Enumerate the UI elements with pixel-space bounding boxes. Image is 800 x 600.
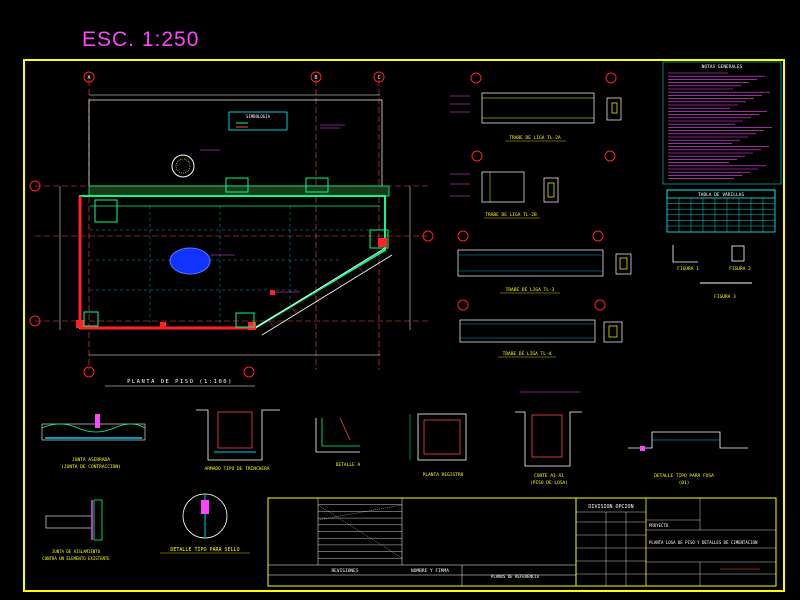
- beam-label-4: TRABE DE LIGA TL-4: [503, 351, 552, 357]
- rebar-figures: FIGURA 1 FIGURA 2 FIGURA 3: [672, 245, 752, 300]
- tb-sheet-title: PLANTA LOSA DE PISO Y DETALLES DE CIMENT…: [649, 540, 758, 545]
- beam-details: TRABE DE LIGA TL-2A TRABE DE LIGA TL-2B …: [450, 92, 632, 358]
- general-notes: NOTAS GENERALES: [662, 61, 782, 185]
- figure-1-label: FIGURA 1: [677, 266, 699, 272]
- tb-revisiones: REVISIONES: [331, 568, 358, 574]
- grid-bubble-a: A: [87, 75, 90, 81]
- figure-3-label: FIGURA 3: [714, 294, 736, 300]
- detail-label-2: ARMADO TIPO DE TRINCHERA: [204, 466, 269, 472]
- detail-label-1: JUNTA ASERRADA: [72, 457, 110, 463]
- detail-label-5b: (PISO DE LOSA): [530, 480, 568, 486]
- detail-label-5: CORTE A1-A1: [534, 473, 564, 479]
- figure-2-label: FIGURA 2: [729, 266, 751, 272]
- title-block: REVISIONES NOMBRE Y FIRMA PLANOS DE REFE…: [267, 497, 777, 587]
- sheet-border: [23, 59, 785, 592]
- floor-plan-subtitle: PLANTA DE PISO (1:100): [127, 379, 233, 385]
- plan-legend-title: SIMBOLOGIA: [246, 114, 271, 119]
- scale-title: ESC. 1:250: [82, 28, 200, 51]
- beam-label-1: TRABE DE LIGA TL-2A: [509, 135, 561, 141]
- detail-label-7: JUNTA DE AISLAMIENTO: [52, 549, 101, 554]
- tb-division: DIVISION OPCION: [588, 504, 633, 510]
- detail-label-1b: (JUNTA DE CONTRACCION): [61, 464, 121, 470]
- rebar-table-title: TABLA DE VARILLAS: [698, 192, 744, 198]
- beam-label-2: TRABE DE LIGA TL-2B: [485, 212, 537, 218]
- detail-label-4: PLANTA REGISTRO: [423, 472, 464, 478]
- grid-bubble-b: B: [314, 75, 317, 81]
- beam-label-3: TRABE DE LIGA TL-3: [506, 287, 555, 293]
- detail-label-8: DETALLE TIPO PARA SELLO: [170, 547, 239, 553]
- detail-label-7b: CONTRA UN ELEMENTO EXISTENTE: [42, 556, 110, 561]
- rebar-table: TABLA DE VARILLAS: [666, 189, 776, 233]
- notes-title: NOTAS GENERALES: [702, 64, 743, 70]
- detail-label-6: DETALLE TIPO PARA FOSA: [654, 473, 714, 479]
- floor-plan: SIMBOLOGIA PLANTA DE PISO (1:100): [35, 80, 430, 387]
- detail-label-6b: (01): [679, 480, 690, 486]
- tb-proyecto: PROYECTO: [649, 523, 669, 528]
- tb-firma: NOMBRE Y FIRMA: [411, 568, 449, 574]
- grid-bubbles: A B C: [29, 71, 617, 378]
- detail-label-3: DETALLE A: [336, 462, 361, 468]
- tb-planos-ref: PLANOS DE REFERENCIA: [491, 574, 540, 579]
- construction-details: JUNTA ASERRADA (JUNTA DE CONTRACCION) AR…: [41, 391, 748, 561]
- grid-bubble-c: C: [377, 75, 380, 81]
